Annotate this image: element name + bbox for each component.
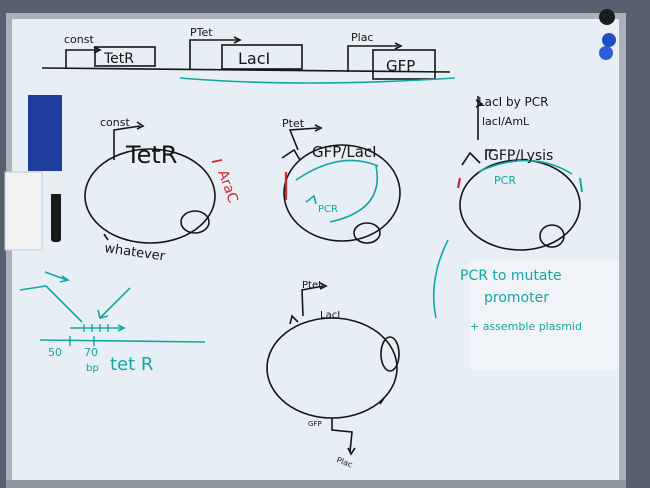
teal-arrowhead — [305, 194, 317, 205]
black-magnet — [599, 9, 615, 25]
note-line-2: promoter — [484, 290, 549, 306]
teal-mark — [579, 177, 583, 193]
teal-arc — [477, 159, 573, 175]
middle-ptet-label: Ptet — [282, 117, 305, 130]
marker — [51, 180, 61, 242]
right-note-1: LacI by PCR — [478, 95, 548, 109]
top-construct — [41, 36, 451, 80]
plasmid-bottom — [266, 282, 400, 456]
teal-arc — [329, 165, 378, 223]
marker-label — [51, 180, 61, 194]
top-gfp-gene: GFP — [386, 57, 415, 75]
right-note-2: lacI/AmL — [482, 115, 530, 128]
left-const-label: const — [100, 116, 130, 129]
blue-magnet — [599, 46, 613, 60]
note-line-3: + assemble plasmid — [470, 320, 582, 333]
eraser — [28, 95, 62, 171]
note-line-1: PCR to mutate — [460, 268, 562, 284]
right-pcr-label: PCR — [494, 174, 516, 187]
top-laci-gene: LacI — [238, 49, 270, 68]
promoter-pos-50: 50 — [48, 346, 62, 359]
bottom-laci-label: LacI — [320, 310, 340, 321]
promoter-pos-70: 70 — [84, 346, 98, 359]
left-tetr-gene: TetR — [125, 141, 177, 169]
red-mark — [456, 177, 462, 189]
plasmid-middle — [281, 124, 401, 244]
middle-genes-label: GFP/LacI — [312, 143, 377, 161]
eraser-pad — [4, 171, 43, 251]
backbone-line — [41, 67, 451, 73]
plasmid-left — [84, 121, 216, 244]
blue-magnet — [602, 33, 616, 47]
marker-tray — [6, 480, 626, 488]
promoter-unit: bp — [86, 363, 99, 374]
top-const-label: const — [64, 33, 94, 46]
red-tick — [211, 159, 223, 163]
promoter-sketch — [19, 271, 206, 346]
promoter-tetr-label: tet R — [110, 354, 153, 375]
glare — [470, 260, 619, 370]
top-ptet-label: PTet — [190, 26, 213, 39]
teal-bracket — [432, 239, 449, 319]
bottom-ptet-label: Ptet — [302, 280, 322, 291]
top-plac-label: Plac — [351, 31, 373, 44]
bottom-gfp-label: GFP — [308, 420, 322, 428]
top-tetr-gene: TetR — [103, 51, 134, 67]
middle-pcr-label: PCR — [318, 204, 338, 215]
teal-arc — [295, 159, 379, 181]
teal-underline — [179, 77, 456, 84]
right-genes-label: GFP/Lysis — [488, 148, 553, 164]
